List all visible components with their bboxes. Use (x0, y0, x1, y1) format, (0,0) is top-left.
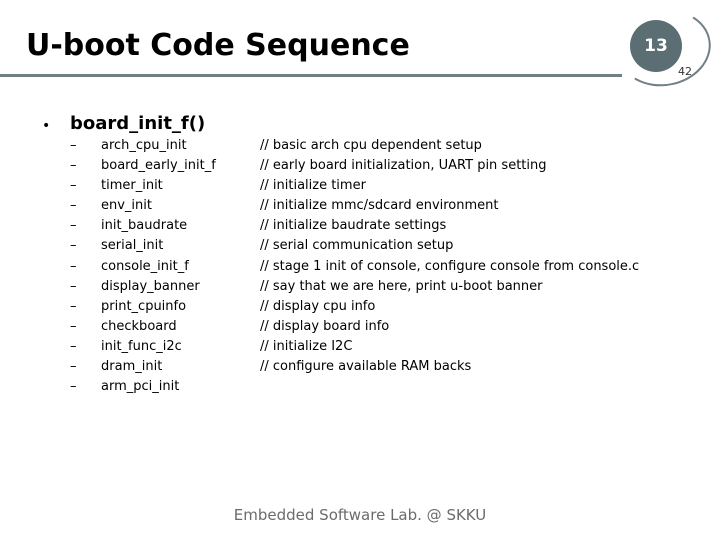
function-name: env_init (101, 198, 152, 214)
list-item: – init_baudrate // initialize baudrate set… (70, 216, 639, 236)
dash-marker: – (70, 359, 77, 375)
function-name: arch_cpu_init (101, 138, 187, 153)
function-name: init_baudrate (101, 218, 188, 234)
function-name: board_early_init_f (101, 158, 216, 174)
function-comment: // stage 1 init of console, configure co… (260, 258, 640, 274)
bullet-heading: board_init_f() (70, 113, 206, 134)
list-item: – dram_init // configure available RAM bac… (70, 357, 639, 377)
function-list: – arch_cpu_init // basic arch cpu dependen… (70, 136, 639, 397)
function-comment: // configure available RAM backs (260, 359, 472, 375)
dash-marker: – (70, 218, 77, 234)
list-item: – timer_init // initialize timer (70, 176, 639, 196)
bullet-marker: • (42, 118, 51, 134)
dash-marker: – (70, 379, 77, 395)
function-comment: // serial communication setup (260, 238, 454, 254)
dash-marker: – (70, 238, 77, 254)
function-name: timer_init (101, 178, 163, 194)
slide-number-badge: 13 (630, 20, 682, 72)
title-divider (0, 74, 622, 77)
list-item: – display_banner // say that we are here, … (70, 277, 639, 297)
dash-marker: – (70, 198, 77, 214)
slide-title: U-boot Code Sequence (26, 28, 410, 63)
list-item: – env_init // initialize mmc/sdcard enviro… (70, 196, 639, 216)
list-item: – init_func_i2c // initialize I2C (70, 337, 639, 357)
function-comment: // display board info (260, 318, 390, 334)
list-item: – arch_cpu_init // basic arch cpu dependen… (70, 136, 639, 156)
list-item: – board_early_init_f // early board initia… (70, 156, 639, 176)
list-item: – arm_pci_init (70, 377, 639, 397)
function-name: dram_init (101, 359, 163, 375)
dash-marker: – (70, 298, 77, 314)
dash-marker: – (70, 138, 77, 153)
dash-marker: – (70, 318, 77, 334)
function-name: serial_init (101, 238, 164, 254)
function-name: display_banner (101, 278, 200, 294)
function-comment: // initialize timer (260, 178, 366, 194)
dash-marker: – (70, 278, 77, 294)
function-comment: // early board initialization, UART pin … (260, 158, 547, 174)
page-number: 42 (678, 65, 692, 78)
function-comment: // display cpu info (260, 298, 376, 314)
function-name: checkboard (101, 318, 177, 334)
list-item: – print_cpuinfo // display cpu info (70, 297, 639, 317)
list-item: – serial_init // serial communication setu… (70, 236, 639, 256)
dash-marker: – (70, 178, 77, 194)
dash-marker: – (70, 338, 77, 354)
function-comment: // initialize mmc/sdcard environment (260, 198, 499, 214)
dash-marker: – (70, 158, 77, 174)
function-name: console_init_f (101, 258, 189, 274)
dash-marker: – (70, 258, 77, 274)
footer-text: Embedded Software Lab. @ SKKU (233, 506, 487, 524)
function-name: print_cpuinfo (101, 298, 187, 314)
function-comment: // say that we are here, print u-boot ba… (260, 278, 543, 294)
function-name: arm_pci_init (101, 379, 180, 395)
function-comment: // initialize I2C (260, 338, 353, 354)
list-item: – checkboard // display board info (70, 317, 639, 337)
function-comment: // initialize baudrate settings (260, 218, 447, 234)
function-name: init_func_i2c (101, 338, 182, 354)
list-item: – console_init_f // stage 1 init of consol… (70, 257, 639, 277)
function-comment: // basic arch cpu dependent setup (260, 138, 482, 153)
